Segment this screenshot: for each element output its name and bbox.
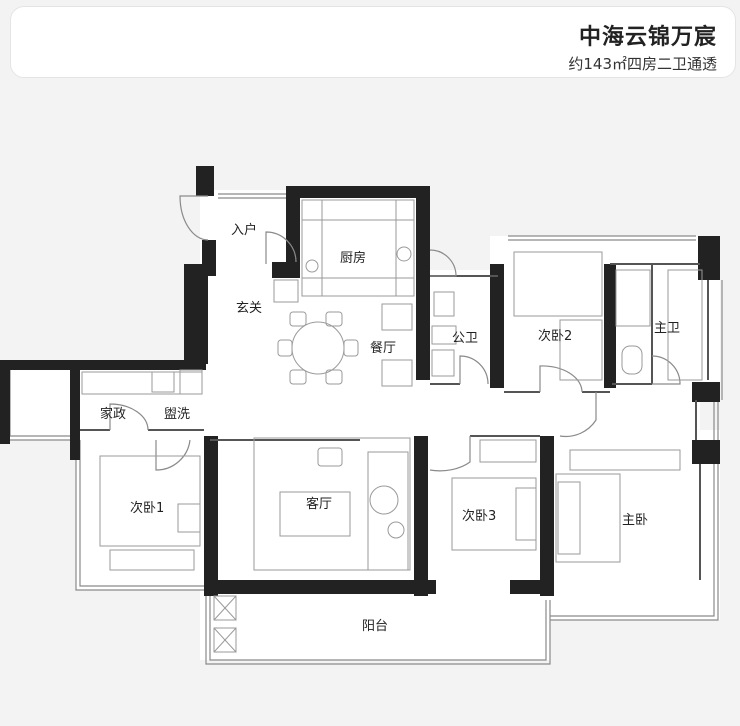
label-bedroom1: 次卧1 — [130, 500, 164, 516]
project-title: 中海云锦万宸 — [578, 25, 717, 50]
interior-walls — [80, 263, 709, 580]
label-foyer: 玄关 — [236, 301, 262, 316]
floor-area — [4, 186, 720, 660]
label-entry: 入户 — [231, 222, 257, 238]
label-balcony: 阳台 — [362, 619, 388, 634]
furniture — [81, 199, 703, 653]
label-washbasin: 盥洗 — [164, 407, 190, 422]
label-living: 客厅 — [306, 496, 332, 512]
outer-lines — [5, 193, 723, 665]
header-card: 中海云锦万宸 约143㎡四房二卫通透 — [10, 6, 736, 78]
unit-subtitle: 约143㎡四房二卫通透 — [568, 55, 717, 73]
walls — [0, 166, 720, 596]
label-master-bedroom: 主卧 — [622, 513, 648, 528]
label-utility: 家政 — [100, 406, 126, 422]
room-labels: 入户 厨房 玄关 餐厅 公卫 次卧2 主卫 家政 盥洗 次卧1 客厅 次卧3 主… — [100, 222, 680, 634]
label-kitchen: 厨房 — [340, 250, 366, 266]
label-master-bath: 主卫 — [654, 321, 680, 336]
label-public-bath: 公卫 — [452, 331, 478, 346]
label-bedroom3: 次卧3 — [462, 508, 496, 524]
label-bedroom2: 次卧2 — [538, 328, 572, 344]
doors — [109, 195, 681, 472]
label-dining: 餐厅 — [370, 340, 396, 356]
